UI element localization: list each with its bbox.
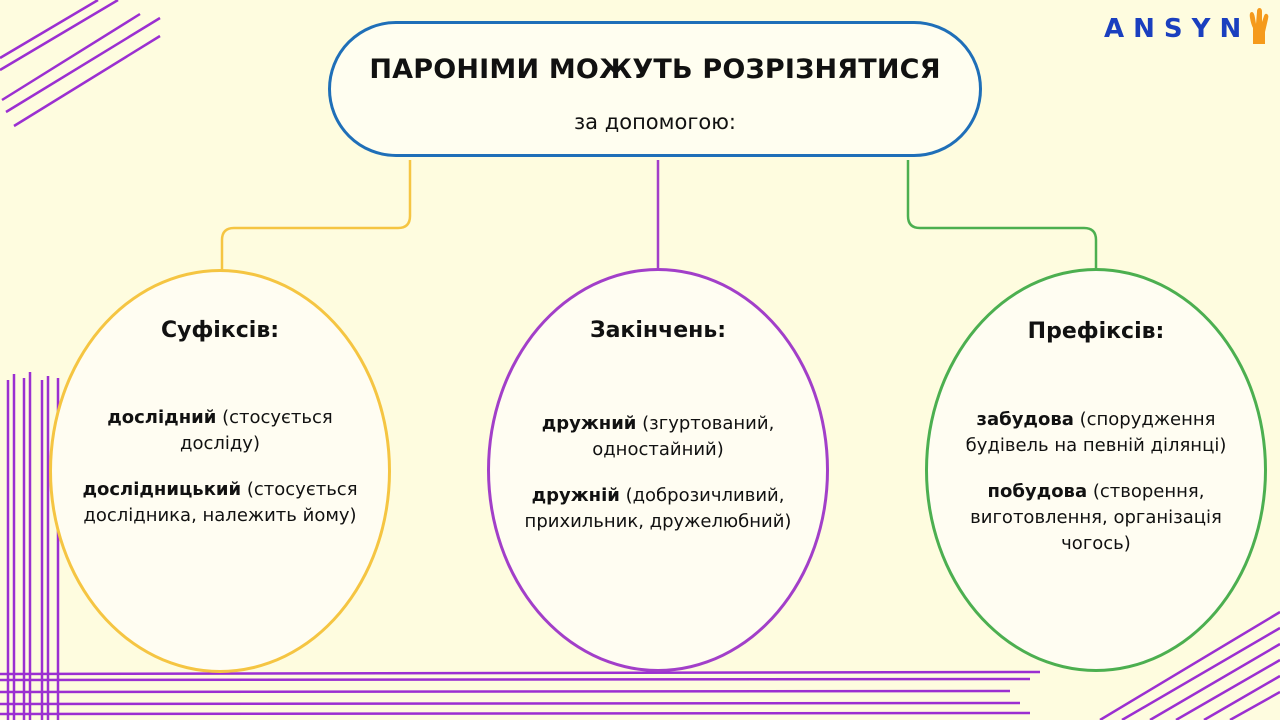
- connector-suffix: [220, 160, 412, 270]
- list-item: забудова (спорудження будівель на певній…: [965, 409, 1227, 456]
- ending-examples: дружний (згуртований, одностайний) дружн…: [520, 411, 796, 555]
- list-item: дослідницький (стосується дослідника, на…: [82, 479, 358, 526]
- suffix-circle: Суфіксів: дослідний (стосується досліду)…: [49, 269, 391, 673]
- suffix-heading: Суфіксів:: [160, 318, 280, 343]
- prefix-examples: забудова (спорудження будівель на певній…: [958, 407, 1234, 577]
- list-item: дослідний (стосується досліду): [107, 407, 333, 454]
- top-left-stripes: [0, 0, 161, 128]
- list-item: дружній (доброзичливий, прихильник, друж…: [524, 485, 792, 532]
- page-subtitle: за допомогою:: [574, 110, 736, 134]
- left-vertical-stripes: [6, 372, 60, 720]
- list-item: дружний (згуртований, одностайний): [541, 413, 775, 460]
- title-box: ПАРОНІМИ МОЖУТЬ РОЗРІЗНЯТИСЯ за допомого…: [328, 21, 982, 157]
- list-item: побудова (створення, виготовлення, орган…: [970, 481, 1222, 554]
- bottom-right-stripes: [1099, 610, 1280, 720]
- ending-circle: Закінчень: дружний (згуртований, односта…: [487, 268, 829, 672]
- hand-icon: [1249, 8, 1269, 44]
- bottom-horizontal-stripes: [0, 670, 1041, 716]
- ending-heading: Закінчень:: [589, 318, 727, 343]
- prefix-heading: Префіксів:: [1027, 319, 1165, 344]
- ansyn-logo: ANSYN: [1104, 14, 1251, 44]
- page-title: ПАРОНІМИ МОЖУТЬ РОЗРІЗНЯТИСЯ: [369, 54, 941, 85]
- suffix-examples: дослідний (стосується досліду) дослідниц…: [82, 405, 358, 549]
- prefix-circle: Префіксів: забудова (спорудження будівел…: [925, 268, 1267, 672]
- connector-prefix: [906, 160, 1098, 268]
